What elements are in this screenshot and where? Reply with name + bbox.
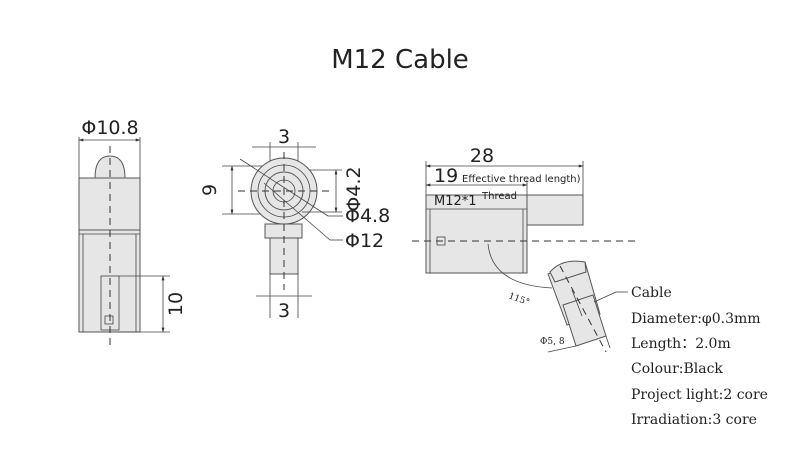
page-title: M12 Cable (331, 45, 469, 75)
thread-length-label: 19 (434, 165, 458, 187)
cable-sheath (562, 294, 607, 347)
front-top-width-label: 3 (278, 126, 290, 148)
spec-heading: Cable (631, 285, 672, 301)
cable-detail-line (571, 289, 583, 317)
thread-length-note: Effective thread length) (462, 174, 581, 185)
spec-length: Length：2.0m (631, 336, 731, 352)
dimension-line (547, 345, 577, 353)
front-outer-diameter-label: Φ12 (345, 230, 384, 252)
angle-label: 115° (507, 291, 531, 308)
cable-sensor-threaded-body (425, 194, 528, 274)
dimension-line (605, 335, 611, 349)
leader-line (263, 182, 331, 241)
leader-line (239, 158, 329, 217)
spec-diameter: Diameter:φ0.3mm (631, 311, 761, 327)
cable-view: 28 19 Effective thread length) M12*1 Thr… (412, 145, 640, 353)
front-bottom-width-label: 3 (278, 300, 290, 322)
lens-dome (94, 155, 126, 179)
indicator-led (104, 315, 114, 325)
stem-body (269, 237, 299, 275)
leader-line (593, 291, 617, 303)
cable-center-line (559, 265, 607, 353)
spec-irradiation: Irradiation:3 core (631, 412, 757, 428)
front-view: 3 9 Φ4.2 Φ4.8 Φ12 3 (199, 126, 390, 322)
spec-project-light: Project light:2 core (631, 387, 768, 403)
total-length-label: 28 (470, 145, 494, 167)
cable-joint (549, 260, 587, 283)
front-left-height-label: 9 (199, 184, 221, 196)
side-diameter-label: Φ10.8 (81, 117, 138, 139)
side-view: Φ10.8 10 (78, 117, 187, 350)
cable-specs: Cable Diameter:φ0.3mm Length：2.0m Colour… (631, 285, 768, 428)
angle-arc (487, 243, 553, 289)
thread-spec-label: M12*1 (434, 194, 477, 209)
spec-colour: Colour:Black (631, 361, 723, 377)
thread-word-label: Thread (481, 191, 517, 202)
cable-sensor-head (526, 194, 584, 226)
front-inner-diameter-label: Φ4.2 (343, 166, 365, 211)
side-height-label: 10 (165, 292, 187, 316)
cable-diameter-label: Φ5, 8 (540, 337, 565, 347)
front-mid-diameter-label: Φ4.8 (345, 205, 390, 227)
